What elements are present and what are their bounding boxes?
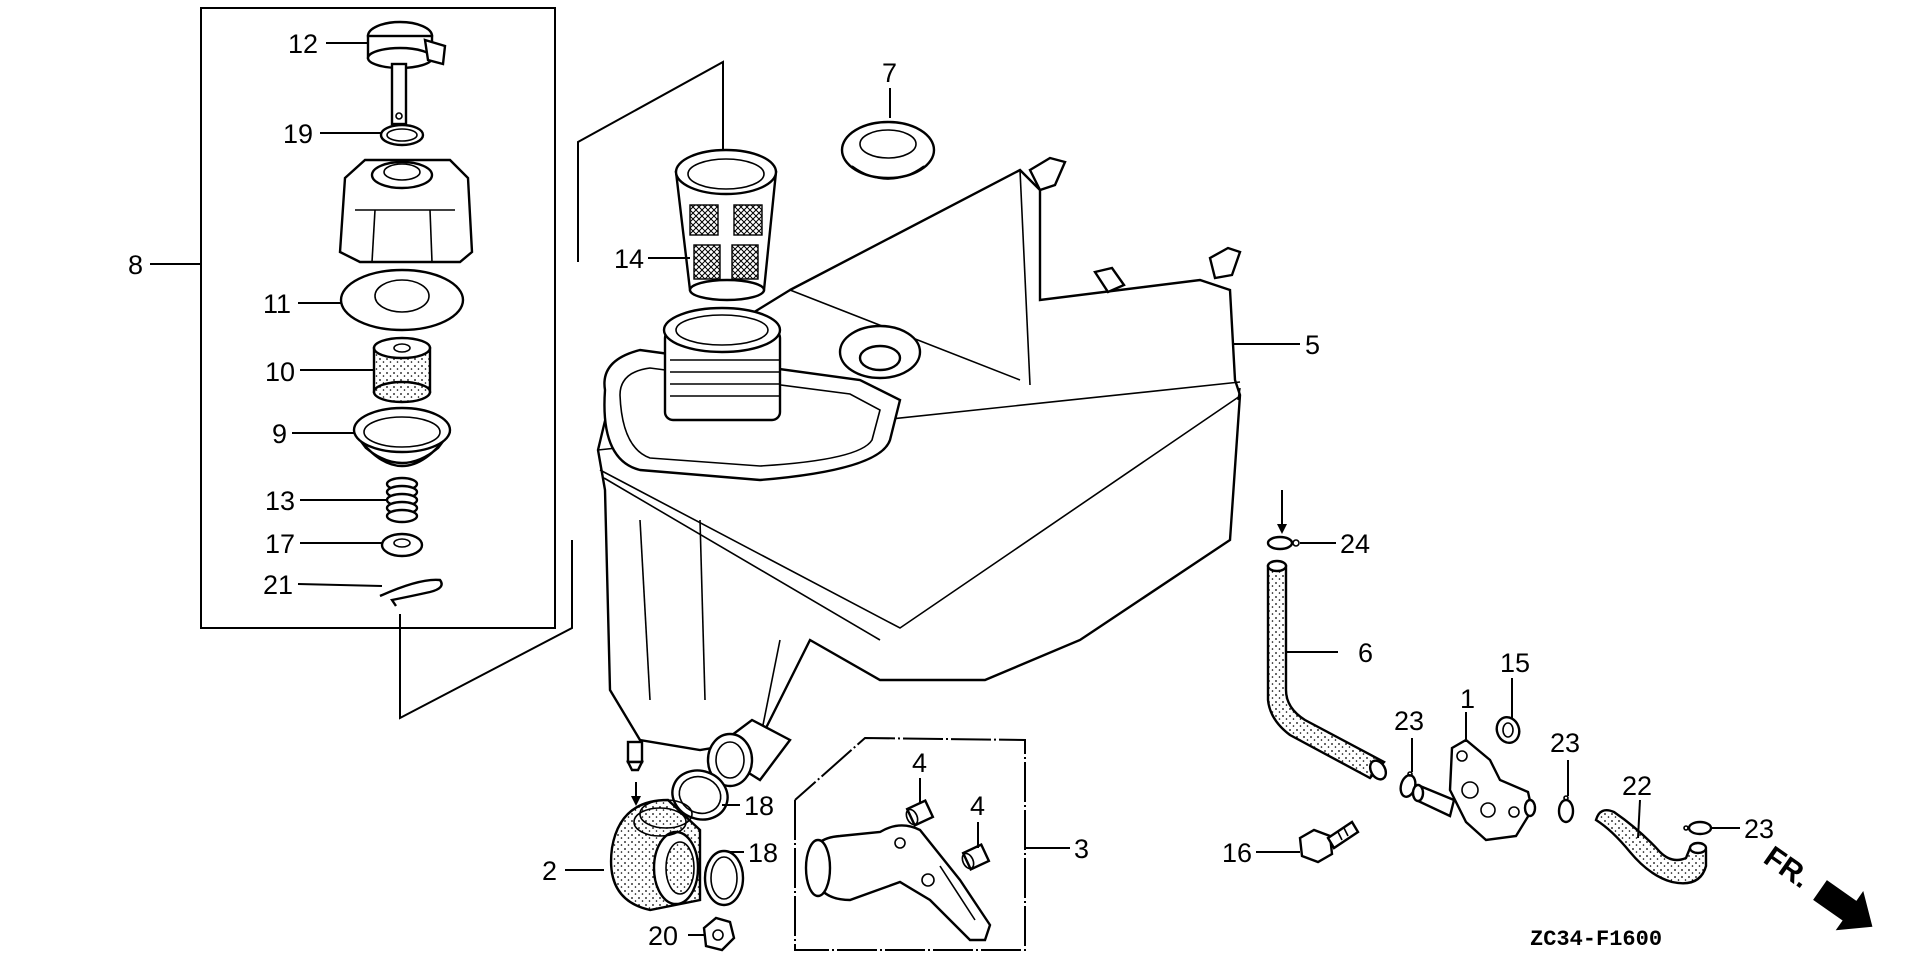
part-24-clip[interactable] bbox=[1266, 535, 1300, 551]
callout-8[interactable]: 8 bbox=[128, 250, 143, 280]
callout-13[interactable]: 13 bbox=[265, 486, 295, 516]
part-1-fuel-cock[interactable] bbox=[1411, 738, 1537, 842]
arrow-head-24 bbox=[1277, 524, 1287, 534]
callout-12[interactable]: 12 bbox=[288, 29, 318, 59]
part-11-gasket[interactable] bbox=[339, 268, 465, 332]
callout-3[interactable]: 3 bbox=[1074, 834, 1089, 864]
part-7-grommet[interactable] bbox=[840, 120, 936, 180]
leader-21 bbox=[297, 583, 383, 587]
cap-assembly-frame bbox=[200, 7, 556, 629]
front-direction-marker: FR. bbox=[1758, 840, 1873, 931]
arrow-right-icon bbox=[1813, 880, 1873, 931]
part-13-spring[interactable] bbox=[385, 476, 419, 524]
callout-23c[interactable]: 23 bbox=[1744, 814, 1774, 844]
callout-23a[interactable]: 23 bbox=[1394, 706, 1424, 736]
part-14-strainer[interactable] bbox=[674, 148, 778, 302]
callout-4b[interactable]: 4 bbox=[970, 791, 985, 821]
callout-22[interactable]: 22 bbox=[1622, 771, 1652, 801]
part-5-fuel-tank[interactable] bbox=[596, 156, 1242, 788]
cap-assembly-group: 8 12 19 11 bbox=[128, 7, 556, 629]
callout-24[interactable]: 24 bbox=[1340, 529, 1370, 559]
callout-17[interactable]: 17 bbox=[265, 529, 295, 559]
callout-21[interactable]: 21 bbox=[263, 570, 293, 600]
part-12-knob[interactable] bbox=[366, 20, 447, 126]
callout-7[interactable]: 7 bbox=[882, 58, 897, 88]
part-23-clip-right[interactable] bbox=[1683, 820, 1713, 836]
arrow-head-nipple bbox=[631, 796, 641, 806]
callout-20[interactable]: 20 bbox=[648, 921, 678, 951]
callout-4a[interactable]: 4 bbox=[912, 748, 927, 778]
part-3-frame bbox=[794, 736, 1026, 951]
part-17-washer[interactable] bbox=[380, 532, 424, 558]
callout-19[interactable]: 19 bbox=[283, 119, 313, 149]
callout-11[interactable]: 11 bbox=[263, 289, 291, 319]
part-20-nut[interactable] bbox=[702, 916, 736, 952]
connector-bracket-lower bbox=[399, 540, 573, 720]
callout-23b[interactable]: 23 bbox=[1550, 728, 1580, 758]
part-2-elbow[interactable] bbox=[609, 798, 702, 912]
part-4-dowel-right[interactable] bbox=[960, 843, 991, 871]
callout-14[interactable]: 14 bbox=[614, 244, 644, 274]
part-15-nut[interactable] bbox=[1493, 714, 1523, 746]
callout-1[interactable]: 1 bbox=[1460, 684, 1475, 714]
part-10-filter[interactable] bbox=[372, 336, 432, 404]
callout-9[interactable]: 9 bbox=[272, 419, 287, 449]
callout-6[interactable]: 6 bbox=[1358, 638, 1373, 668]
connector-bracket-upper bbox=[577, 60, 724, 262]
callout-16[interactable]: 16 bbox=[1222, 838, 1252, 868]
part-4-dowel-left[interactable] bbox=[904, 799, 935, 827]
callout-2[interactable]: 2 bbox=[542, 856, 557, 886]
callout-5[interactable]: 5 bbox=[1305, 330, 1320, 360]
part-9-cup[interactable] bbox=[352, 406, 452, 468]
fr-label: FR. bbox=[1758, 840, 1817, 895]
leader-22 bbox=[1637, 799, 1641, 839]
part-18-ring-lower[interactable] bbox=[703, 849, 745, 907]
part-23-clip-middle[interactable] bbox=[1557, 795, 1575, 824]
fuel-cap[interactable] bbox=[338, 158, 474, 264]
part-16-bolt[interactable] bbox=[1298, 820, 1360, 864]
part-19-o-ring-inner bbox=[386, 128, 418, 142]
part-21-clip[interactable] bbox=[379, 578, 443, 607]
figure-code: ZC34-F1600 bbox=[1530, 927, 1662, 952]
callout-15[interactable]: 15 bbox=[1500, 648, 1530, 678]
part-6-hose[interactable] bbox=[1266, 564, 1386, 780]
callout-18b[interactable]: 18 bbox=[748, 838, 778, 868]
part-3-joint[interactable] bbox=[804, 824, 992, 942]
callout-18a[interactable]: 18 bbox=[744, 791, 774, 821]
callout-10[interactable]: 10 bbox=[265, 357, 295, 387]
